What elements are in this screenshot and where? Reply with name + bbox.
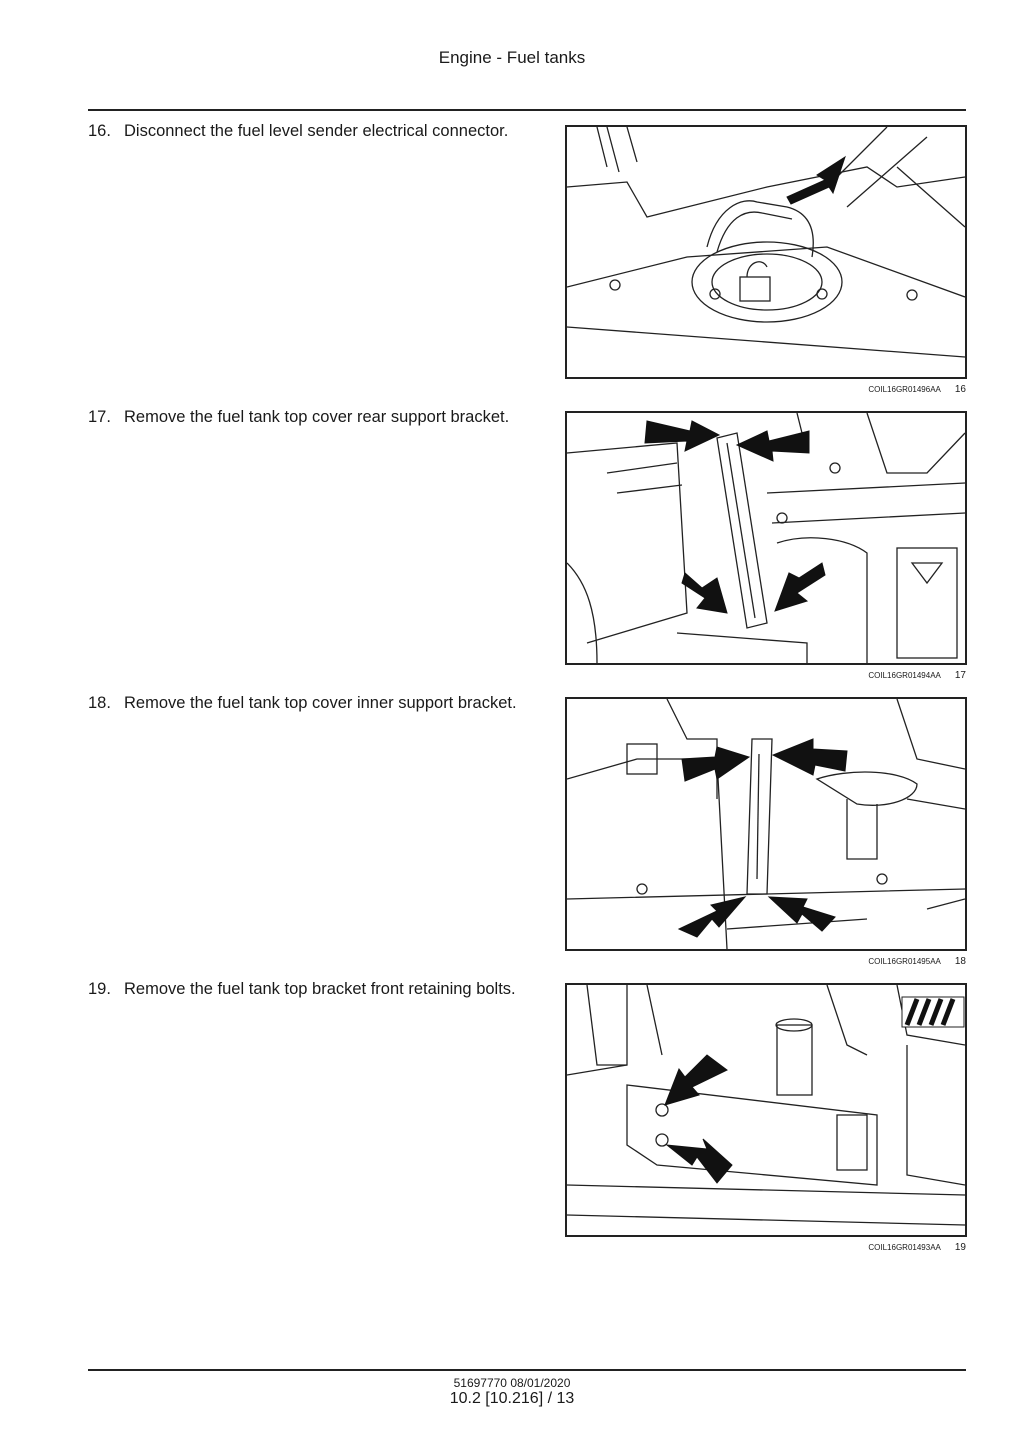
- figure-code: COIL16GR01495AA: [868, 957, 941, 966]
- figure-16-caption: COIL16GR01496AA 16: [565, 384, 966, 395]
- step-text: Remove the fuel tank top cover rear supp…: [124, 408, 510, 426]
- step-text: Remove the fuel tank top bracket front r…: [124, 980, 516, 998]
- figure-16-illustration: [565, 125, 967, 379]
- step-number: 17.: [88, 408, 111, 426]
- step-18: 18. Remove the fuel tank top cover inner …: [88, 694, 548, 713]
- figure-code: COIL16GR01493AA: [868, 1243, 941, 1252]
- figure-code: COIL16GR01496AA: [868, 385, 941, 394]
- figure-17-caption: COIL16GR01494AA 17: [565, 670, 966, 681]
- figure-17-illustration: [565, 411, 967, 665]
- step-17: 17. Remove the fuel tank top cover rear s…: [88, 408, 548, 427]
- figure-number: 18: [954, 956, 966, 967]
- step-number: 18.: [88, 694, 111, 712]
- step-text: Remove the fuel tank top cover inner sup…: [124, 694, 517, 712]
- figure-18-caption: COIL16GR01495AA 18: [565, 956, 966, 967]
- step-19: 19. Remove the fuel tank top bracket fron…: [88, 980, 548, 999]
- figure-number: 16: [954, 384, 966, 395]
- header-divider: [88, 109, 966, 111]
- footer-divider: [88, 1369, 966, 1371]
- figure-code: COIL16GR01494AA: [868, 671, 941, 680]
- step-text: Disconnect the fuel level sender electri…: [124, 122, 509, 140]
- step-number: 19.: [88, 980, 111, 998]
- figure-number: 17: [954, 670, 966, 681]
- figure-19-illustration: [565, 983, 967, 1237]
- document-code: 51697770 08/01/2020: [453, 1376, 571, 1390]
- figure-18-illustration: [565, 697, 967, 951]
- step-16: 16. Disconnect the fuel level sender elec…: [88, 122, 548, 141]
- step-number: 16.: [88, 122, 111, 140]
- figure-19-caption: COIL16GR01493AA 19: [565, 1242, 966, 1253]
- page-title: Engine - Fuel tanks: [438, 48, 586, 67]
- figure-number: 19: [954, 1242, 966, 1253]
- page-number: 10.2 [10.216] / 13: [449, 1390, 575, 1407]
